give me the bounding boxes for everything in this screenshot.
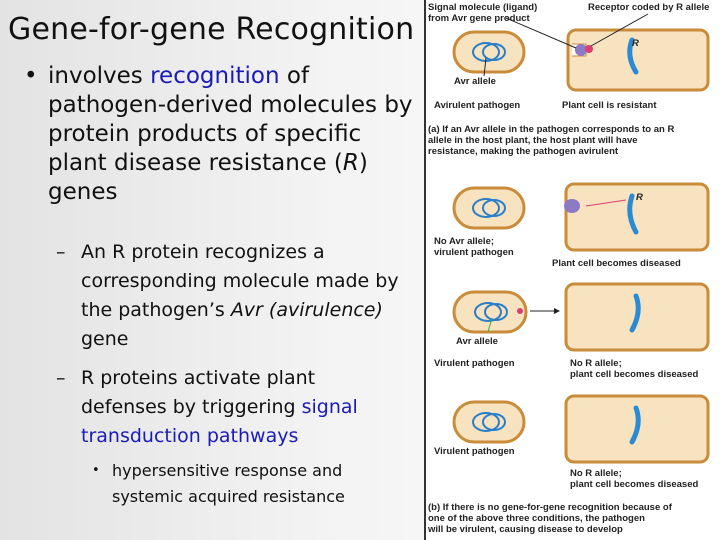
- figure-drawing: [452, 13, 710, 464]
- avr-allele-label-1: Avr allele: [454, 76, 496, 87]
- bullet-text: hypersensitive response and systemic acq…: [112, 461, 345, 506]
- virulent-pathogen-label-1: Virulent pathogen: [434, 358, 515, 369]
- signal-transduction-link[interactable]: signal transduction pathways: [81, 396, 358, 447]
- pathogen-cell-4: [452, 400, 526, 444]
- slide-title: Gene-for-gene Recognition: [8, 12, 415, 47]
- r-label-2: R: [636, 192, 643, 203]
- diseased-label: Plant cell becomes diseased: [552, 258, 681, 269]
- plant-cell-3: [564, 282, 710, 352]
- avr-allele-label-2: Avr allele: [456, 336, 498, 347]
- caption-a: (a) If an Avr allele in the pathogen cor…: [428, 124, 675, 157]
- no-avr-label: No Avr allele; virulent pathogen: [434, 236, 514, 258]
- pathogen-cell-2: [452, 186, 526, 230]
- bullet-level3: • hypersensitive response and systemic a…: [92, 458, 392, 510]
- gene-for-gene-figure: Signal molecule (ligand) from Avr gene p…: [424, 0, 720, 540]
- bullet-text: involves recognition of pathogen-derived…: [48, 63, 413, 205]
- bullet-dash: –: [56, 241, 66, 263]
- plant-cell-2: [564, 182, 710, 252]
- r-label-1: R: [632, 38, 639, 49]
- plant-cell-4: [564, 394, 710, 464]
- caption-b: (b) If there is no gene-for-gene recogni…: [428, 502, 672, 535]
- recognition-link[interactable]: recognition: [150, 63, 280, 89]
- resistant-label: Plant cell is resistant: [562, 100, 657, 111]
- signal-molecule-label: Signal molecule (ligand) from Avr gene p…: [428, 2, 538, 24]
- bullet-text: R proteins activate plant defenses by tr…: [81, 367, 358, 447]
- no-r-allele-label-1: No R allele; plant cell becomes diseased: [570, 358, 699, 380]
- bullet-level2-r-protein: – An R protein recognizes a correspondin…: [56, 238, 406, 354]
- receptor-label: Receptor coded by R allele: [588, 2, 710, 13]
- pathogen-cell-3: [452, 290, 528, 334]
- avirulent-pathogen-label: Avirulent pathogen: [434, 100, 521, 111]
- no-r-allele-label-2: No R allele; plant cell becomes diseased: [570, 468, 699, 490]
- bullet-dash: –: [56, 367, 66, 389]
- bullet-level2-defenses: – R proteins activate plant defenses by …: [56, 364, 406, 451]
- bullet-text: An R protein recognizes a corresponding …: [81, 241, 399, 350]
- pathogen-cell-1: [452, 30, 526, 74]
- plant-cell-1: [566, 28, 710, 92]
- bullet-level1: • involves recognition of pathogen-deriv…: [24, 62, 424, 207]
- bullet-dot: •: [92, 463, 100, 478]
- virulent-pathogen-label-2: Virulent pathogen: [434, 446, 515, 457]
- bullet-dot: •: [24, 63, 38, 89]
